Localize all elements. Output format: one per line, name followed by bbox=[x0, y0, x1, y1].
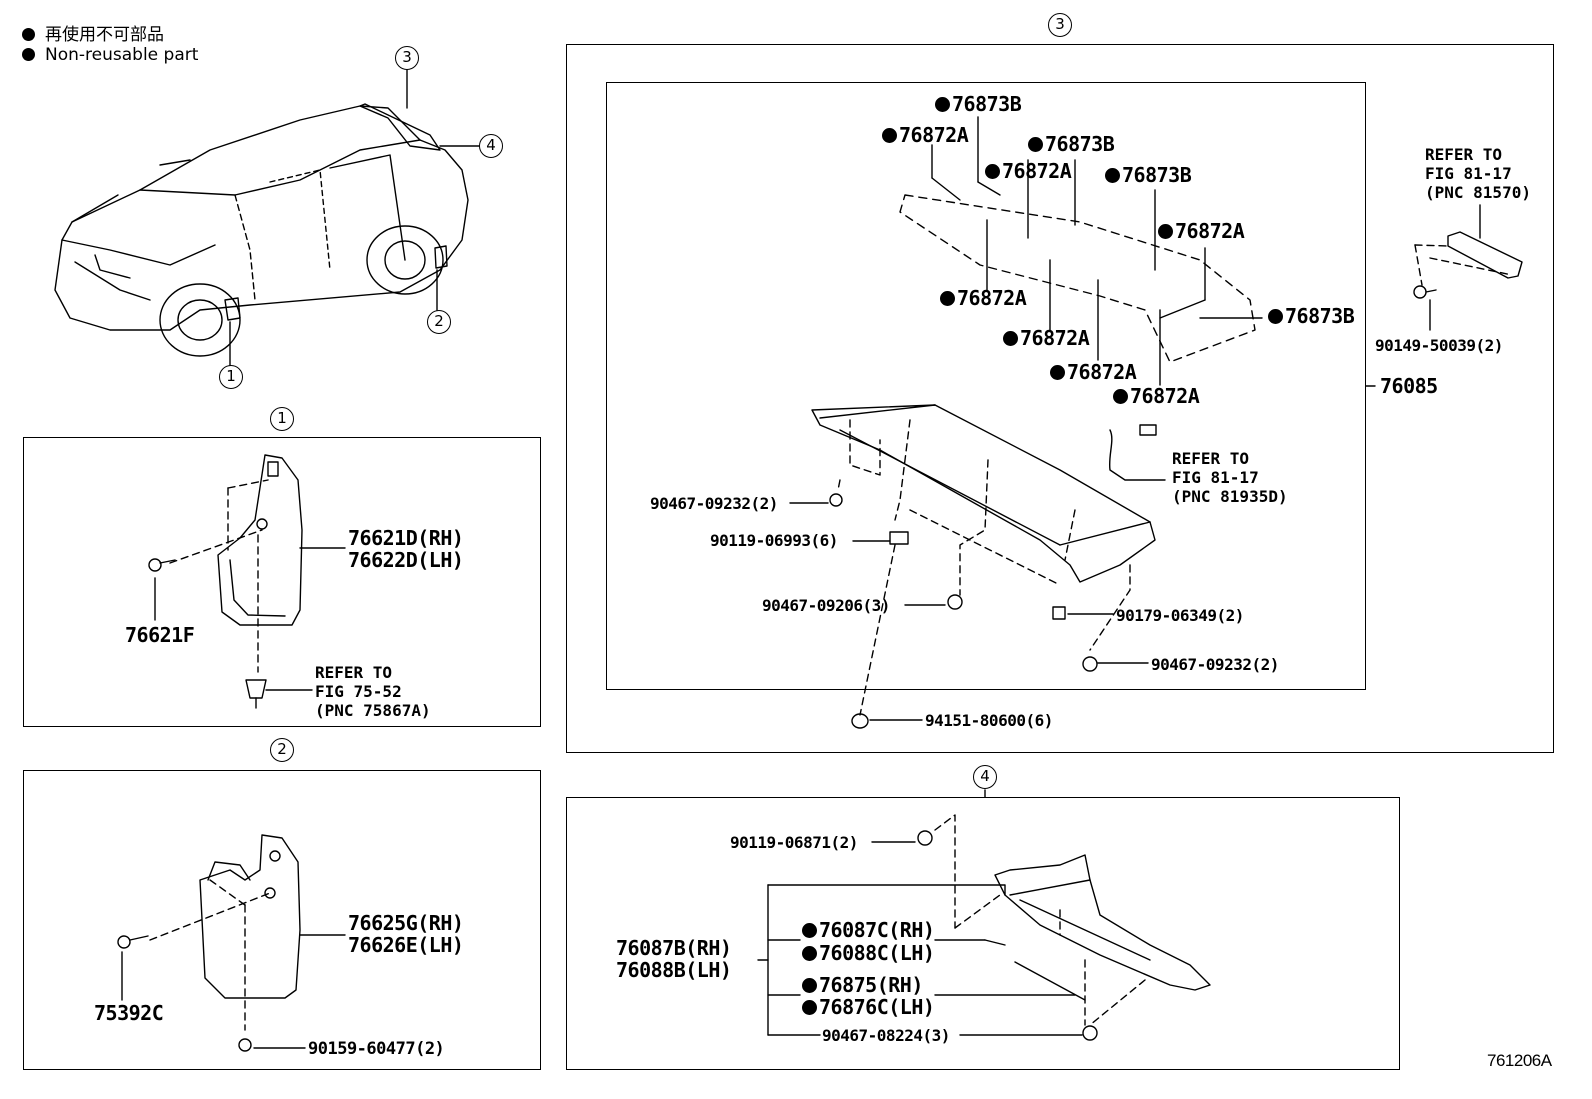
part-label: 76626E(LH) bbox=[348, 933, 464, 957]
tape-label: 76876C(LH) bbox=[802, 997, 935, 1018]
clip-icon bbox=[1082, 656, 1098, 672]
nonreusable-dot-icon bbox=[1003, 331, 1018, 346]
nonreusable-dot-icon bbox=[985, 164, 1000, 179]
callout-1-section: 1 bbox=[270, 407, 294, 431]
callout-2-section: 2 bbox=[270, 738, 294, 762]
tape-label: 76872A bbox=[1003, 328, 1090, 349]
legend-en-text: Non-reusable part bbox=[45, 45, 199, 65]
part-label: 90159-60477(2) bbox=[308, 1039, 445, 1059]
part-label: 90149-50039(2) bbox=[1375, 336, 1503, 355]
part-label: 76621D(RH) bbox=[348, 526, 464, 550]
part-label: 90467-08224(3) bbox=[822, 1026, 950, 1045]
figure-id: 761206A bbox=[1487, 1051, 1552, 1070]
tape-label: 76088C(LH) bbox=[802, 943, 935, 964]
part-label: 76625G(RH) bbox=[348, 911, 464, 935]
bolt-icon bbox=[238, 1038, 252, 1052]
side-spoiler-icon bbox=[994, 854, 1211, 991]
callout-2-vehicle: 2 bbox=[427, 310, 451, 334]
connector-icon bbox=[1139, 424, 1157, 436]
part-label: 90467-09232(2) bbox=[1151, 655, 1279, 674]
section-1-box bbox=[23, 437, 541, 727]
nonreusable-dot-icon bbox=[882, 128, 897, 143]
tape-sheet-icon bbox=[899, 116, 1263, 386]
section-2-box bbox=[23, 770, 541, 1070]
callout-4-vehicle: 4 bbox=[479, 134, 503, 158]
grommet-icon bbox=[851, 713, 869, 729]
refer-note: REFER TO FIG 81-17 (PNC 81570) bbox=[1425, 145, 1531, 202]
tape-label: 76873B bbox=[1268, 306, 1355, 327]
screw-icon bbox=[117, 935, 149, 949]
part-label-spoiler: 76085 bbox=[1380, 374, 1438, 398]
part-label: 76088B(LH) bbox=[616, 958, 732, 982]
part-label: 75392C bbox=[94, 1001, 164, 1025]
tape-label: 76872A bbox=[940, 288, 1027, 309]
tape-label: 76087C(RH) bbox=[802, 920, 935, 941]
screw-icon bbox=[1413, 285, 1437, 299]
tape-label: 76873B bbox=[1105, 165, 1192, 186]
clip-icon bbox=[245, 679, 267, 709]
part-label: 76621F bbox=[125, 623, 195, 647]
screw-icon bbox=[917, 830, 933, 846]
tape-label: 76873B bbox=[935, 94, 1022, 115]
nonreusable-dot-icon bbox=[802, 923, 817, 938]
part-label: 90179-06349(2) bbox=[1116, 606, 1244, 625]
part-label: 76087B(RH) bbox=[616, 936, 732, 960]
part-label: 94151-80600(6) bbox=[925, 711, 1053, 730]
nonreusable-dot-icon bbox=[1268, 309, 1283, 324]
nonreusable-dot-icon bbox=[22, 28, 35, 41]
callout-4-section: 4 bbox=[973, 765, 997, 789]
mudguard-front-icon bbox=[217, 454, 303, 626]
nonreusable-dot-icon bbox=[1028, 137, 1043, 152]
callout-3-vehicle: 3 bbox=[395, 46, 419, 70]
legend-jp: 再使用不可部品 bbox=[22, 20, 164, 45]
nonreusable-dot-icon bbox=[1105, 168, 1120, 183]
section-3-box bbox=[566, 44, 1554, 753]
nonreusable-dot-icon bbox=[802, 946, 817, 961]
part-label: 90467-09206(3) bbox=[762, 596, 890, 615]
refer-note: REFER TO FIG 81-17 (PNC 81935D) bbox=[1172, 449, 1288, 506]
part-label: 90467-09232(2) bbox=[650, 494, 778, 513]
clip-icon bbox=[889, 531, 909, 545]
bracket-icon bbox=[1414, 204, 1523, 286]
vehicle-icon bbox=[54, 103, 469, 357]
tape-label: 76872A bbox=[1050, 362, 1137, 383]
tape-label: 76872A bbox=[1113, 386, 1200, 407]
part-label: 76622D(LH) bbox=[348, 548, 464, 572]
clip-icon bbox=[1082, 1025, 1098, 1041]
nonreusable-dot-icon bbox=[802, 1000, 817, 1015]
nonreusable-dot-icon bbox=[1050, 365, 1065, 380]
callout-1-vehicle: 1 bbox=[219, 365, 243, 389]
nonreusable-dot-icon bbox=[940, 291, 955, 306]
clip-icon bbox=[829, 493, 843, 507]
tape-label: 76872A bbox=[1158, 221, 1245, 242]
nonreusable-dot-icon bbox=[1113, 389, 1128, 404]
part-label: 90119-06871(2) bbox=[730, 833, 858, 852]
screw-icon bbox=[148, 558, 176, 572]
nonreusable-dot-icon bbox=[802, 978, 817, 993]
tape-label: 76873B bbox=[1028, 134, 1115, 155]
nut-icon bbox=[1052, 606, 1066, 620]
section-4-box bbox=[566, 797, 1400, 1070]
tape-label: 76875(RH) bbox=[802, 975, 923, 996]
nonreusable-dot-icon bbox=[1158, 224, 1173, 239]
legend-en: Non-reusable part bbox=[22, 45, 198, 65]
wire-harness-icon bbox=[1108, 429, 1166, 481]
callout-3-section: 3 bbox=[1048, 13, 1072, 37]
refer-note: REFER TO FIG 75-52 (PNC 75867A) bbox=[315, 663, 431, 720]
part-label: 90119-06993(6) bbox=[710, 531, 838, 550]
tape-label: 76872A bbox=[985, 161, 1072, 182]
nonreusable-dot-icon bbox=[935, 97, 950, 112]
clip-icon bbox=[947, 594, 963, 610]
rear-spoiler-icon bbox=[811, 404, 1156, 583]
nonreusable-dot-icon bbox=[22, 48, 35, 61]
legend-jp-text: 再使用不可部品 bbox=[45, 25, 164, 45]
mudguard-rear-icon bbox=[199, 834, 301, 999]
tape-label: 76872A bbox=[882, 125, 969, 146]
